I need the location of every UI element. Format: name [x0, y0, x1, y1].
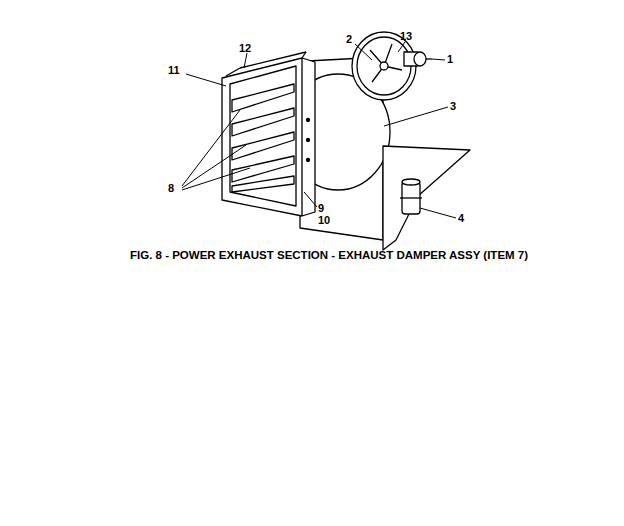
- callout-number: 3: [450, 100, 456, 112]
- damper-louvers: [232, 84, 294, 192]
- leader-lines: [182, 42, 456, 218]
- callout-number: 1: [447, 53, 453, 65]
- callout-number: 8: [168, 182, 174, 194]
- callout-number: 11: [168, 64, 180, 76]
- callout-number: 10: [318, 214, 330, 226]
- callout-number: 13: [400, 30, 412, 42]
- callout-number: 12: [239, 42, 251, 54]
- frame-opening: [230, 66, 296, 206]
- damper-frame: [222, 58, 315, 216]
- callout-number: 9: [318, 202, 324, 214]
- figure-caption: FIG. 8 - POWER EXHAUST SECTION - EXHAUST…: [130, 249, 528, 261]
- callout-number: 2: [346, 33, 352, 45]
- callout-number: 4: [458, 212, 464, 224]
- motor-bracket: [383, 146, 470, 250]
